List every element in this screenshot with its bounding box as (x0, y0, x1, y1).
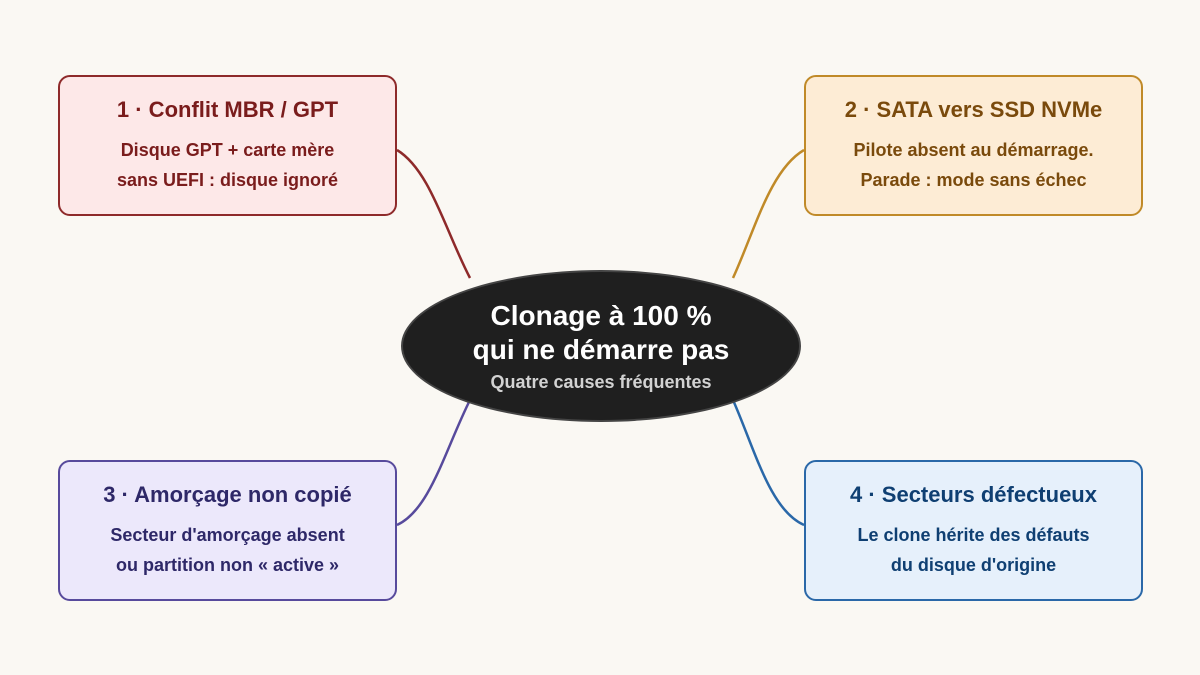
connector-4 (731, 399, 805, 527)
cause-description: Secteur d'amorçage absent ou partition n… (110, 520, 344, 580)
central-title-line-1: Clonage à 100 % (490, 300, 712, 331)
cause-line: Disque GPT + carte mère (120, 139, 335, 160)
cause-card-bad-sectors: 4 · Secteurs défectueux Le clone hérite … (804, 460, 1143, 601)
cause-title: 4 · Secteurs défectueux (850, 481, 1097, 507)
cause-line: sans UEFI : disque ignoré (116, 169, 339, 190)
cause-title: 2 · SATA vers SSD NVMe (844, 96, 1103, 122)
cause-card-sata-nvme: 2 · SATA vers SSD NVMe Pilote absent au … (804, 75, 1143, 216)
cause-line: du disque d'origine (890, 554, 1057, 575)
cause-line: Le clone hérite des défauts (857, 524, 1090, 545)
cause-line: Secteur d'amorçage absent (110, 524, 345, 545)
central-subtitle: Quatre causes fréquentes (490, 372, 712, 392)
cause-line: ou partition non « active » (115, 554, 340, 575)
central-topic-node: Clonage à 100 % qui ne démarre pas Quatr… (401, 270, 801, 422)
connector-1 (396, 148, 472, 279)
connector-2 (731, 148, 805, 279)
cause-title: 1 · Conflit MBR / GPT (116, 96, 339, 122)
cause-line: Parade : mode sans échec (860, 169, 1087, 190)
connector-3 (396, 399, 472, 527)
cause-card-boot-not-copied: 3 · Amorçage non copié Secteur d'amorçag… (58, 460, 397, 601)
central-title-line-2: qui ne démarre pas (472, 334, 730, 365)
cause-description: Le clone hérite des défauts du disque d'… (857, 520, 1089, 580)
cause-line: Pilote absent au démarrage. (853, 139, 1094, 160)
cause-description: Pilote absent au démarrage. Parade : mod… (853, 135, 1093, 195)
cause-card-mbr-gpt: 1 · Conflit MBR / GPT Disque GPT + carte… (58, 75, 397, 216)
cause-description: Disque GPT + carte mère sans UEFI : disq… (117, 135, 338, 195)
cause-title: 3 · Amorçage non copié (103, 481, 352, 507)
